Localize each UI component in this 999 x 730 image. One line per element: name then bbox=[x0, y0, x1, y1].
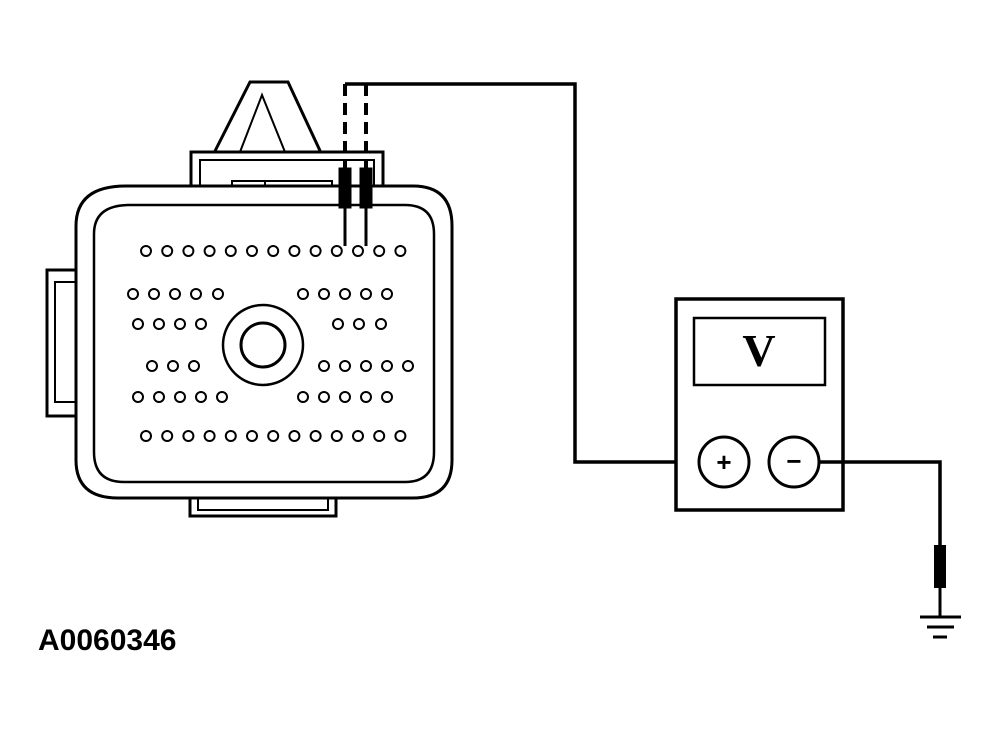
pin-cavity bbox=[267, 245, 280, 257]
pin-cavity bbox=[190, 288, 202, 300]
pin-cavity bbox=[375, 318, 387, 330]
pin-cavity bbox=[373, 245, 386, 257]
pin-cavity bbox=[140, 430, 152, 442]
pin-cavity bbox=[309, 245, 322, 257]
voltmeter-display bbox=[692, 316, 827, 387]
pin-cavity bbox=[182, 430, 195, 442]
pin-cavity bbox=[203, 430, 216, 442]
pin-cavity bbox=[132, 391, 144, 403]
pin-cavity bbox=[297, 288, 309, 300]
pin-cavity bbox=[297, 391, 309, 403]
pin-cavity bbox=[402, 360, 414, 372]
pin-cavity bbox=[360, 360, 372, 372]
positive-terminal bbox=[697, 435, 751, 489]
pin-cavity bbox=[353, 318, 365, 330]
pin-cavity bbox=[339, 360, 351, 372]
pin-cavity bbox=[381, 288, 393, 300]
pin-cavity bbox=[188, 360, 200, 372]
pin-cavity bbox=[360, 288, 372, 300]
pin-cavity bbox=[373, 430, 386, 442]
pin-cavity bbox=[352, 430, 364, 442]
pin-cavity bbox=[381, 391, 393, 403]
pin-cavity bbox=[318, 288, 330, 300]
pin-cavity bbox=[224, 245, 237, 257]
pin-cavity bbox=[394, 245, 407, 257]
voltmeter: V + − bbox=[674, 297, 845, 512]
pin-cavity bbox=[182, 245, 195, 257]
pin-cavity bbox=[381, 360, 393, 372]
pin-cavity bbox=[203, 245, 216, 257]
pin-cavity bbox=[161, 430, 174, 442]
pin-cavity bbox=[161, 245, 174, 257]
pin-cavity bbox=[153, 391, 165, 403]
connector bbox=[45, 80, 454, 518]
pin-cavity bbox=[127, 288, 139, 300]
pin-cavity bbox=[352, 245, 364, 257]
pin-cavity bbox=[339, 391, 351, 403]
pin-cavity bbox=[153, 318, 165, 330]
pin-cavity bbox=[318, 391, 330, 403]
pin-cavity bbox=[195, 391, 207, 403]
pin-cavity bbox=[174, 391, 186, 403]
probe-2 bbox=[359, 167, 373, 209]
probe-leads bbox=[338, 84, 373, 246]
voltmeter-display-symbol: V bbox=[742, 325, 775, 376]
pin-cavity bbox=[309, 430, 322, 442]
connector-lock-tab bbox=[210, 80, 325, 157]
pin-cavity bbox=[288, 245, 301, 257]
pin-cavity bbox=[132, 318, 144, 330]
pin-cavity bbox=[246, 245, 258, 257]
positive-terminal-symbol: + bbox=[716, 447, 731, 477]
pin-cavity bbox=[216, 391, 228, 403]
pin-cavity bbox=[332, 318, 344, 330]
pin-cavity bbox=[318, 360, 330, 372]
pin-cavity bbox=[224, 430, 237, 442]
pin-cavity bbox=[360, 391, 372, 403]
pin-cavity bbox=[212, 288, 224, 300]
pin-cavity bbox=[288, 430, 301, 442]
pin-cavity bbox=[169, 288, 181, 300]
wire-negative bbox=[819, 460, 942, 545]
pin-cavity bbox=[330, 430, 343, 442]
ground-icon bbox=[920, 615, 961, 639]
probe-1 bbox=[338, 167, 352, 209]
pin-cavity bbox=[246, 430, 258, 442]
ground-probe bbox=[934, 545, 946, 616]
pin-cavity bbox=[174, 318, 186, 330]
pin-cavity bbox=[394, 430, 407, 442]
wire-positive bbox=[345, 82, 698, 464]
pin-cavity bbox=[339, 288, 351, 300]
pin-cavity bbox=[140, 245, 152, 257]
pin-cavity bbox=[330, 245, 343, 257]
pin-cavity bbox=[146, 360, 158, 372]
connector-pin-cavities bbox=[127, 245, 414, 442]
figure-id-label: A0060346 bbox=[38, 624, 177, 657]
pin-cavity bbox=[148, 288, 160, 300]
negative-terminal-symbol: − bbox=[786, 446, 801, 476]
pin-cavity bbox=[267, 430, 280, 442]
pin-cavity bbox=[195, 318, 207, 330]
pin-cavity bbox=[167, 360, 179, 372]
